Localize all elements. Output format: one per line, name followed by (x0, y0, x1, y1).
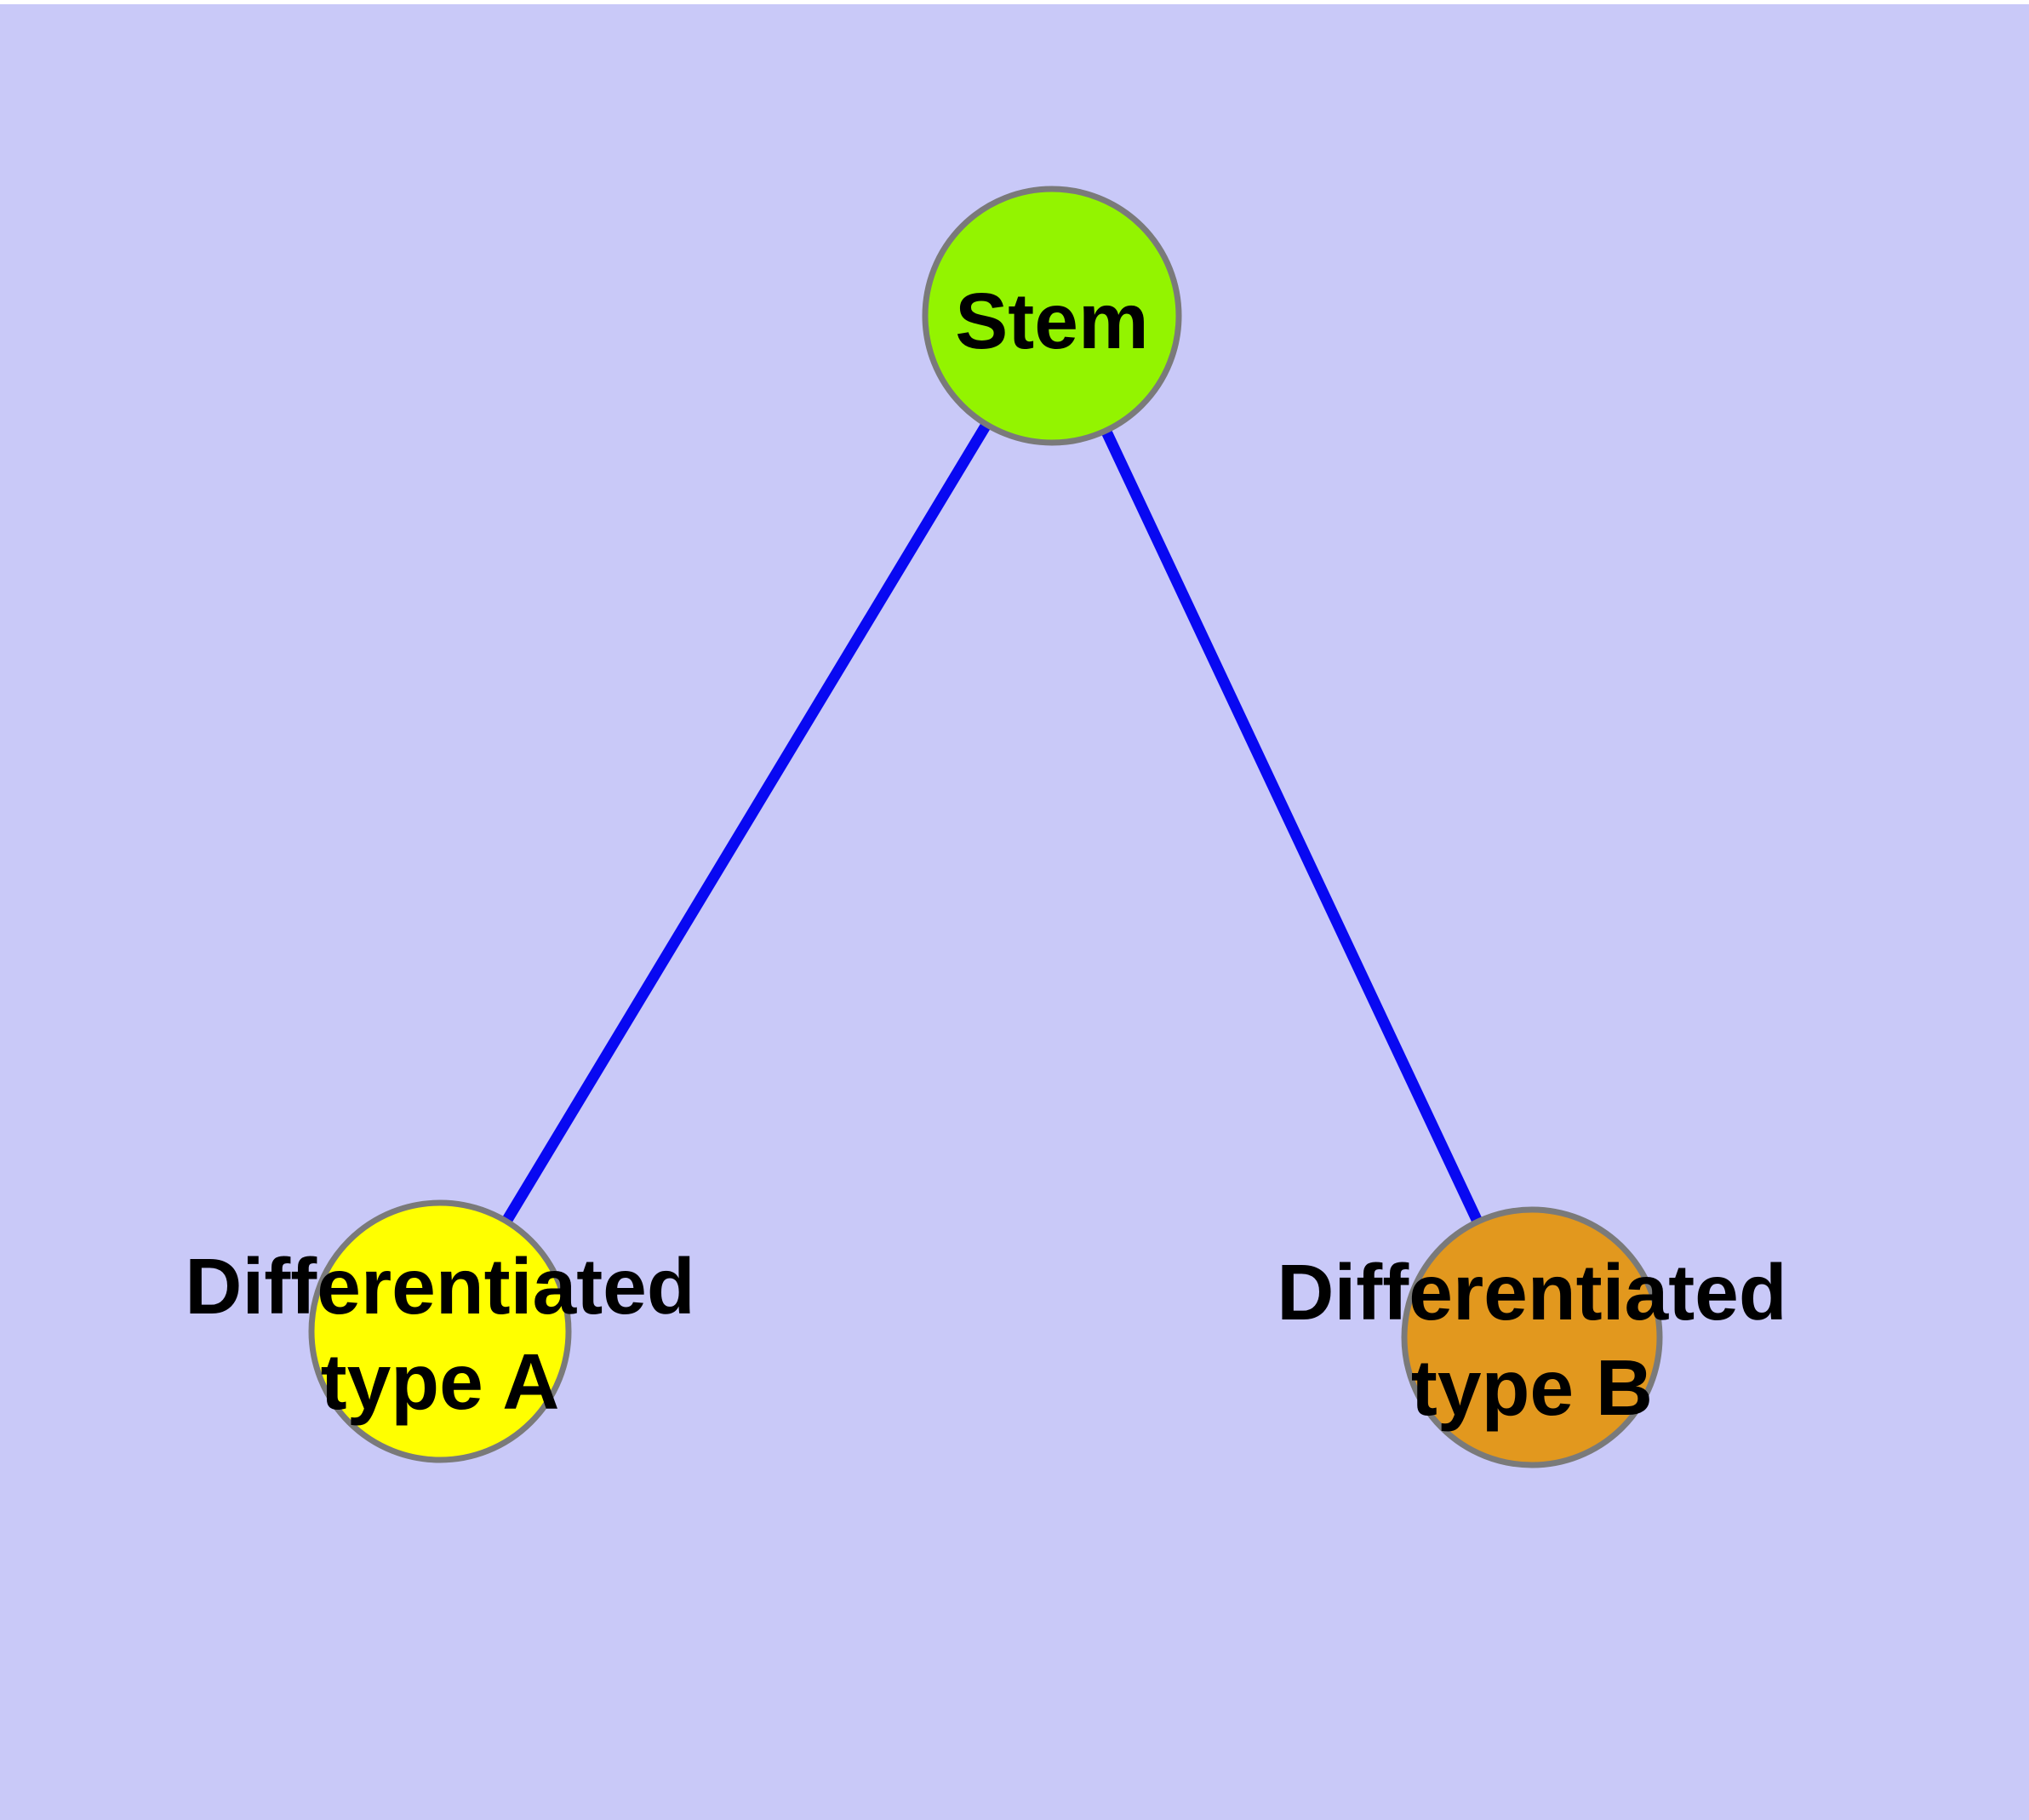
node-label-line: Differentiated (185, 1242, 694, 1331)
node-stem (922, 186, 1182, 446)
node-differentiated-type-b (1401, 1206, 1663, 1468)
node-label-line: Stem (955, 277, 1148, 365)
node-label-line: Differentiated (1277, 1248, 1786, 1336)
node-differentiated-type-a (308, 1199, 572, 1463)
edge-stem-to-differentiated-type-b (1047, 313, 1537, 1340)
node-label-line: type B (1411, 1343, 1653, 1432)
node-label-line: type A (321, 1337, 560, 1426)
edge-stem-to-differentiated-type-a (435, 312, 1057, 1335)
node-label-stem: Stem (955, 277, 1148, 365)
